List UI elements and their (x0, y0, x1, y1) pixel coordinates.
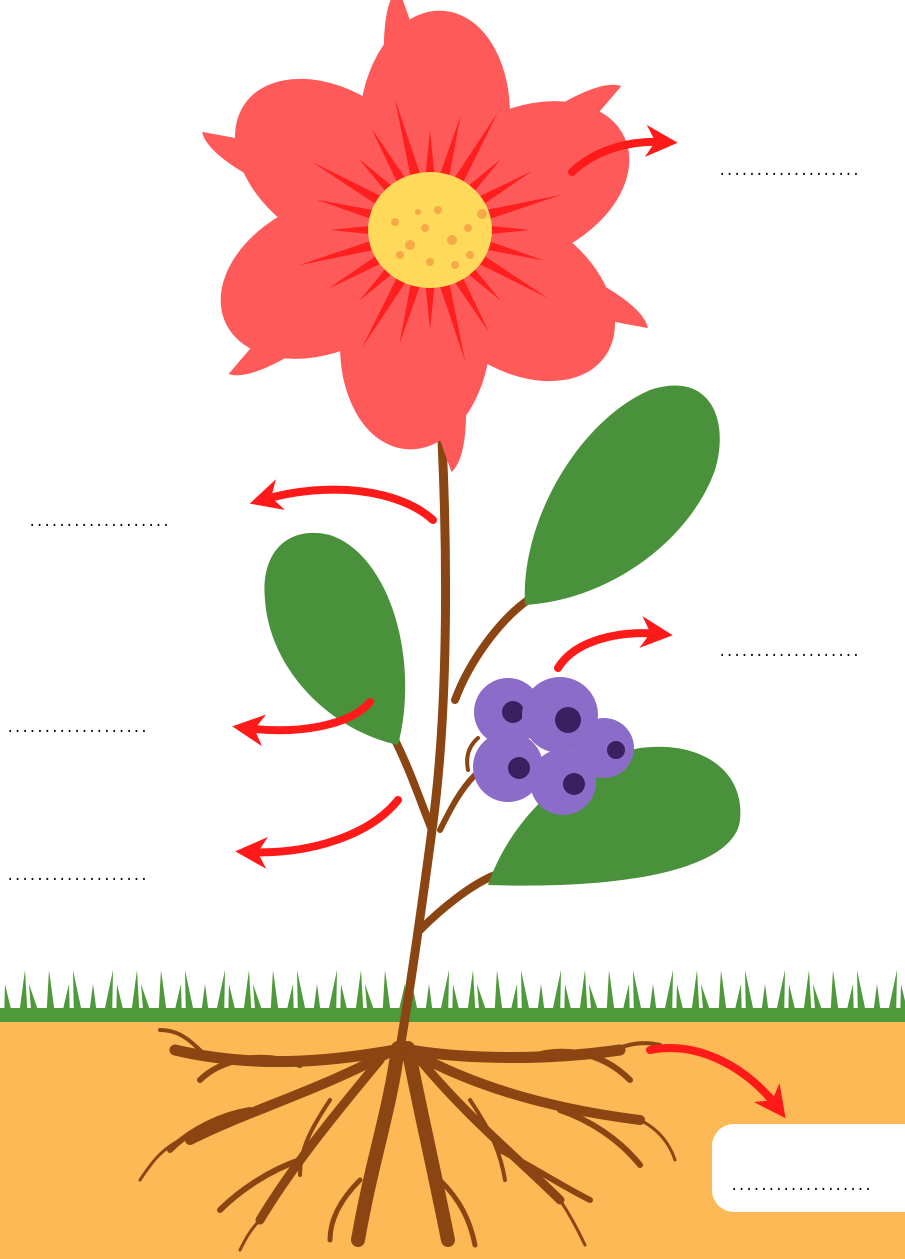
root-label-box (712, 1124, 905, 1212)
arrow-node (248, 800, 398, 852)
leaf-left (264, 533, 405, 745)
leaf-upper-right (525, 385, 720, 605)
leaf-label-blank[interactable]: ................... (6, 720, 147, 736)
stem-label-blank[interactable]: ................... (28, 514, 169, 530)
arrow-stem (262, 490, 433, 520)
flower-center (368, 172, 492, 288)
grass (0, 970, 905, 1022)
fruit-label-blank[interactable]: ................... (718, 644, 859, 660)
leaves (264, 385, 740, 885)
flower (194, 0, 656, 473)
node-label-blank[interactable]: ................... (6, 868, 147, 884)
arrow-fruit (558, 633, 660, 668)
root-label-blank[interactable]: ................... (730, 1178, 871, 1194)
grass-base (0, 1008, 905, 1022)
flower-label-blank[interactable]: ................... (718, 163, 859, 179)
